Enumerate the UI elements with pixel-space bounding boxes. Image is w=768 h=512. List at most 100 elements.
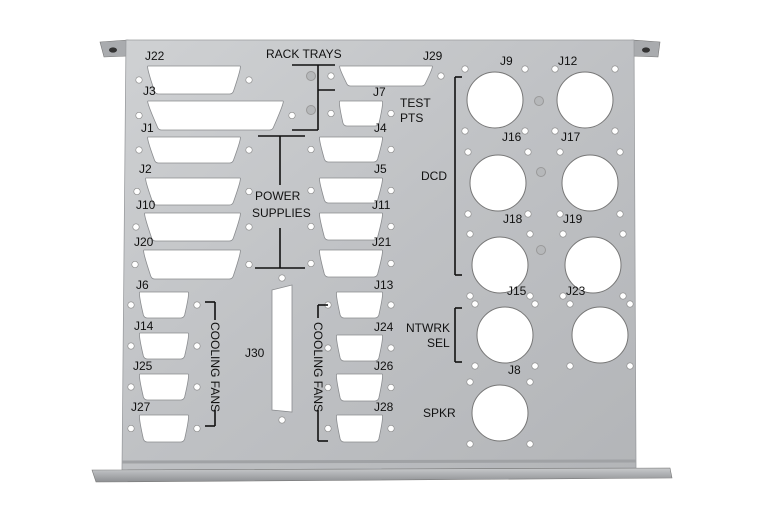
screw-hole [307,223,315,231]
screw-hole [566,300,574,308]
screw-hole [245,260,253,268]
connector-label-j9: J9 [500,54,513,68]
stud-fastener [306,71,316,81]
connector-label-j16: J16 [502,130,522,144]
screw-hole [193,342,201,350]
group-label-cooling-fans: COOLING FANS [208,322,222,412]
screw-hole [619,230,627,238]
dsub-cutout-j26 [336,373,383,402]
screw-hole [616,148,624,156]
circular-cutout-j15 [476,306,534,364]
screw-hole [135,146,143,154]
connector-label-j3: J3 [143,84,156,98]
connector-label-j24: J24 [374,320,394,334]
connector-label-j4: J4 [374,121,387,135]
connector-label-j14: J14 [134,319,154,333]
connector-label-j22: J22 [145,49,165,63]
screw-hole [131,260,139,268]
screw-hole [526,230,534,238]
screw-hole [531,300,539,308]
screw-hole [466,378,474,386]
screw-hole [551,65,559,73]
circular-cutout-j8 [471,384,529,442]
screw-hole [288,112,296,120]
circular-cutout-j17 [561,154,619,212]
screw-hole [324,383,332,391]
connector-label-j30: J30 [245,346,265,360]
dsub-cutout-j21 [319,249,383,278]
screw-hole [387,344,395,352]
connector-label-j26: J26 [374,359,394,373]
screw-hole [526,440,534,448]
screw-hole [193,383,201,391]
screw-hole [133,188,141,196]
screw-hole [461,65,469,73]
group-label-test-pts: TEST [400,96,431,110]
screw-hole [387,110,395,118]
connector-label-j15: J15 [507,284,527,298]
screw-hole [471,300,479,308]
group-label-power-supplies: SUPPLIES [252,206,311,220]
dsub-cutout-j3 [147,100,284,131]
group-label-cooling-fans: COOLING FANS [311,322,325,412]
dsub-cutout-j2 [145,177,241,206]
stud-fastener [536,245,546,255]
screw-hole [127,383,135,391]
stud-fastener [306,105,316,115]
group-label-spkr: SPKR [423,406,456,420]
connector-label-j23: J23 [566,284,586,298]
screw-hole [135,112,143,120]
screw-hole [559,230,567,238]
dsub-cutout-j1 [147,136,241,164]
screw-hole [526,378,534,386]
screw-hole [127,424,135,432]
screw-hole [521,65,529,73]
screw-hole [464,210,472,218]
dsub-cutout-j24 [336,334,383,362]
connector-label-j12: J12 [558,54,578,68]
screw-hole [245,146,253,154]
connector-label-j7: J7 [373,85,386,99]
connector-label-j8: J8 [508,363,521,377]
circular-cutout-j19 [564,236,622,294]
dsub-cutout-j11 [319,212,383,241]
screw-hole [466,440,474,448]
connector-label-j1: J1 [141,121,154,135]
screw-hole [551,127,559,135]
circular-cutout-j16 [469,154,527,212]
dsub-cutout-j13 [336,291,383,319]
connector-label-j19: J19 [563,212,583,226]
group-label-dcd: DCD [421,169,447,183]
screw-hole [466,292,474,300]
screw-hole [387,383,395,391]
connector-label-j28: J28 [374,400,394,414]
connector-label-j17: J17 [561,130,581,144]
screw-hole [245,188,253,196]
screw-hole [327,72,335,80]
screw-hole [127,301,135,309]
screw-hole [324,424,332,432]
screw-hole [307,146,315,154]
screw-hole [524,210,532,218]
screw-hole [245,223,253,231]
circular-cutout-j12 [556,71,614,129]
bottom-flange [91,467,673,483]
bend-line [121,459,637,464]
screw-hole [466,230,474,238]
screw-hole [626,300,634,308]
screw-hole [327,110,335,118]
connector-label-j2: J2 [139,162,152,176]
dsub-cutout-j10 [144,212,241,242]
group-label-power-supplies: POWER [255,189,301,203]
screw-hole [461,127,469,135]
group-label-ntwrk-sel: SEL [427,336,450,350]
connector-label-j21: J21 [372,235,392,249]
connector-label-j25: J25 [133,359,153,373]
screw-hole [278,274,286,282]
screw-hole [556,148,564,156]
dsub-cutout-j4 [319,136,383,163]
screw-hole [387,259,395,267]
group-label-ntwrk-sel: NTWRK [406,321,450,335]
dsub-cutout-j22 [147,65,241,95]
